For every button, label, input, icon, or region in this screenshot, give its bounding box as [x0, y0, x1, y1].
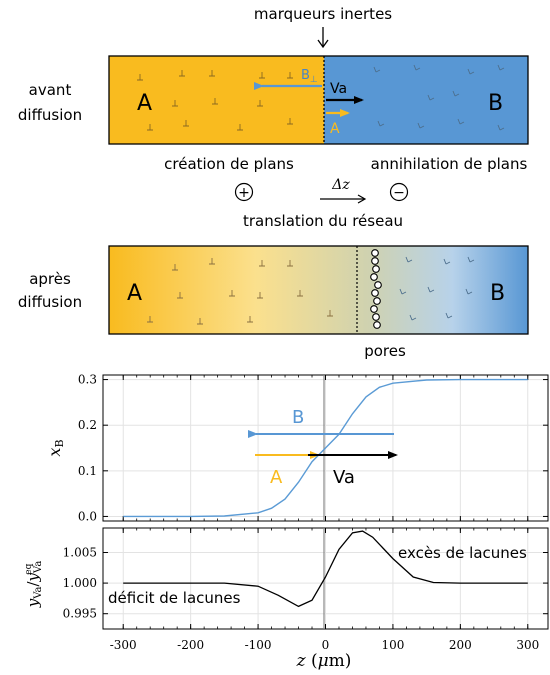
- annihilation-label: annihilation de plans: [371, 155, 528, 173]
- x-tick-label: 300: [516, 638, 539, 652]
- chart-vacancy-xlabel: z (μm): [296, 651, 352, 671]
- svg-text:−: −: [393, 185, 405, 201]
- before-diffusion-bar: A B B⊥ Va A: [108, 55, 529, 145]
- flux-b-subscript: ⊥: [310, 75, 318, 85]
- y-tick-label: 0.995: [63, 607, 97, 621]
- y-tick-label: 0.3: [78, 373, 97, 387]
- after-diffusion-bar: A B: [108, 245, 529, 335]
- y-tick-label: 0.0: [78, 509, 97, 523]
- y-tick-label: 0.2: [78, 418, 97, 432]
- chart-xb-series-line: [123, 378, 528, 518]
- chart-xb-ylabel: xB: [45, 439, 66, 456]
- x-tick-label: 200: [449, 638, 472, 652]
- dislocation-symbols-b: [373, 64, 505, 131]
- chart-xb: 0.0 0.1 0.2 0.3 xB B A Va: [45, 373, 549, 523]
- markers-arrow: [317, 27, 329, 49]
- y-tick-label: 0.1: [78, 464, 97, 478]
- x-tick-label: 100: [381, 638, 404, 652]
- x-tick-label: -300: [110, 638, 137, 652]
- svg-text:+: +: [238, 185, 250, 201]
- dislocation-symbols-after-b: [399, 256, 475, 321]
- translation-label: translation du réseau: [243, 212, 403, 230]
- before-label-line2: diffusion: [18, 106, 82, 124]
- chart-excess-label: excès de lacunes: [398, 544, 527, 562]
- after-label-line1: après: [29, 270, 71, 288]
- x-tick-label: -200: [177, 638, 204, 652]
- pore-circles: [370, 249, 382, 329]
- species-b-label-before: B: [488, 91, 503, 116]
- chart-vacancy-ylabel: yVa/yVaeq: [24, 561, 44, 609]
- flux-b-label: B⊥: [301, 68, 318, 85]
- before-label-line1: avant: [29, 81, 72, 99]
- after-label-line2: diffusion: [18, 293, 82, 311]
- flux-a-label: A: [330, 121, 340, 137]
- chart-deficit-label: déficit de lacunes: [108, 589, 241, 607]
- creation-label: création de plans: [164, 155, 294, 173]
- delta-z-label: Δz: [331, 177, 350, 193]
- x-tick-label: 0: [322, 638, 330, 652]
- chart-arrow-va-label: Va: [333, 467, 355, 488]
- pores-label: pores: [364, 342, 406, 360]
- chart-vacancy-ticks: -300 -200 -100 0 100 200 300 0.995 1.000 1.005: [63, 528, 548, 652]
- chart-arrow-a-label: A: [270, 467, 283, 488]
- dislocation-symbols-a: [137, 70, 293, 131]
- plus-circle-icon: +: [234, 182, 254, 202]
- chart-vacancy-series-line: [123, 530, 528, 608]
- flux-va-label: Va: [330, 81, 347, 97]
- y-tick-label: 1.000: [63, 576, 97, 590]
- species-b-label-after: B: [490, 281, 505, 306]
- x-tick-label: -100: [245, 638, 272, 652]
- species-a-label-before: A: [137, 91, 152, 116]
- y-tick-label: 1.005: [63, 545, 97, 559]
- chart-vacancy: -300 -200 -100 0 100 200 300 0.995 1.000 1.005 yV…: [24, 527, 549, 671]
- species-a-label-after: A: [127, 281, 142, 306]
- delta-z-arrow: [320, 194, 367, 204]
- chart-xb-ticks: 0.0 0.1 0.2 0.3: [78, 373, 548, 523]
- dislocation-symbols-after-a: [147, 258, 333, 325]
- minus-circle-icon: −: [389, 182, 409, 202]
- markers-label: marqueurs inertes: [254, 5, 392, 23]
- region-a-before: [109, 56, 324, 144]
- chart-arrow-b-label: B: [292, 407, 304, 428]
